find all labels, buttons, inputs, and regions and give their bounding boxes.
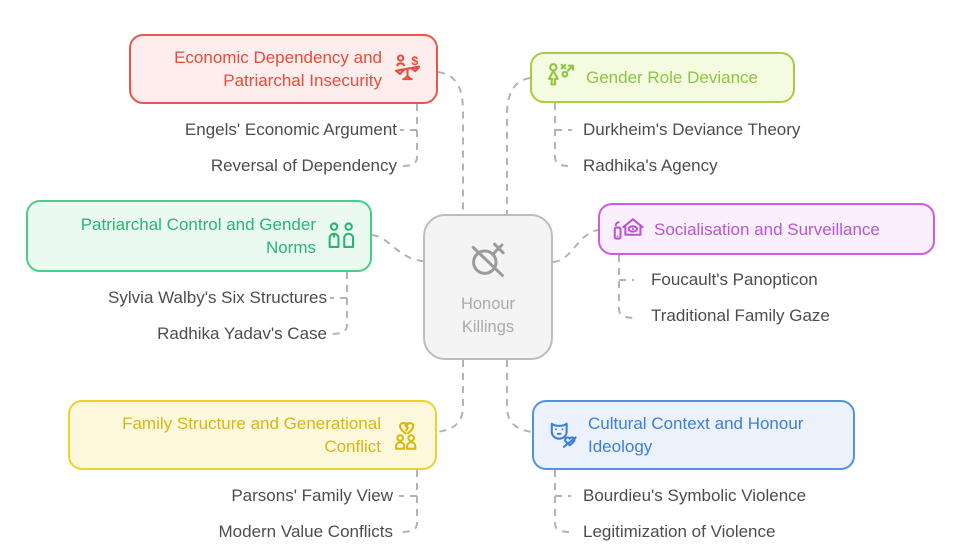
central-title-line1: Honour — [460, 295, 516, 313]
subtopic-traditional-family-gaze[interactable]: Traditional Family Gaze — [651, 306, 830, 325]
subtopic-radhikas-agency[interactable]: Radhika's Agency — [583, 156, 718, 175]
branch-gender-role-deviance[interactable]: Gender Role Deviance — [530, 52, 795, 103]
link-patriarchal-items — [330, 272, 348, 335]
couple-icon — [325, 220, 358, 253]
branch-family-structure[interactable]: Family Structure and Generational Confli… — [68, 400, 437, 470]
subtopic-foucaults-panopticon[interactable]: Foucault's Panopticon — [651, 270, 818, 289]
branch-title: Economic Dependency and Patriarchal Inse… — [174, 48, 382, 90]
branch-patriarchal-control[interactable]: Patriarchal Control and Gender Norms — [26, 200, 372, 272]
link-socialisation-center — [552, 229, 599, 263]
link-genderrole-items — [554, 103, 572, 167]
subtopic-radhika-yadavs-case[interactable]: Radhika Yadav's Case — [157, 324, 327, 343]
broken-heart-family-icon — [390, 419, 423, 452]
branch-title: Gender Role Deviance — [586, 68, 758, 87]
link-economic-items — [400, 104, 418, 167]
subtopic-legitimization-of-violence[interactable]: Legitimization of Violence — [583, 522, 776, 541]
branch-cultural-context[interactable]: Cultural Context and Honour Ideology — [532, 400, 855, 470]
subtopic-engels-economic-argument[interactable]: Engels' Economic Argument — [184, 120, 397, 139]
person-strategy-icon — [544, 61, 577, 94]
subtopic-sylvia-walbys-six-structures[interactable]: Sylvia Walby's Six Structures — [108, 288, 327, 307]
house-eye-phone-icon — [612, 213, 645, 246]
svg-text:$: $ — [411, 54, 418, 68]
branch-title: Patriarchal Control and Gender Norms — [80, 215, 316, 257]
central-title-line2: Killings — [461, 318, 515, 336]
link-socialisation-items — [618, 255, 637, 319]
subtopic-modern-value-conflicts[interactable]: Modern Value Conflicts — [218, 522, 394, 541]
link-patriarchal-center — [371, 234, 424, 262]
balance-scale-person-dollar-icon: $ — [391, 53, 424, 86]
gender-symbol-off-icon — [464, 235, 512, 283]
central-node[interactable]: Honour Killings — [423, 214, 553, 360]
link-genderrole-center — [506, 77, 531, 214]
link-economic-center — [437, 71, 464, 214]
subtopic-durkheims-deviance-theory[interactable]: Durkheim's Deviance Theory — [583, 120, 801, 139]
mask-slashed-heart-icon — [546, 419, 579, 452]
branch-socialisation-surveillance[interactable]: Socialisation and Surveillance — [598, 203, 935, 255]
link-family-center — [436, 360, 464, 433]
branch-title: Family Structure and Generational Confli… — [122, 414, 381, 456]
branch-economic-dependency[interactable]: Economic Dependency and Patriarchal Inse… — [129, 34, 438, 104]
central-node-label: Honour Killings — [461, 293, 515, 339]
subtopic-reversal-of-dependency[interactable]: Reversal of Dependency — [210, 156, 397, 175]
link-cultural-center — [506, 360, 533, 433]
subtopic-bourdieus-symbolic-violence[interactable]: Bourdieu's Symbolic Violence — [583, 486, 807, 505]
branch-title: Socialisation and Surveillance — [654, 219, 880, 239]
link-family-items — [399, 470, 418, 533]
link-cultural-items — [554, 470, 571, 533]
subtopic-parsons-family-view[interactable]: Parsons' Family View — [231, 486, 393, 505]
branch-title: Cultural Context and Honour Ideology — [588, 414, 804, 456]
